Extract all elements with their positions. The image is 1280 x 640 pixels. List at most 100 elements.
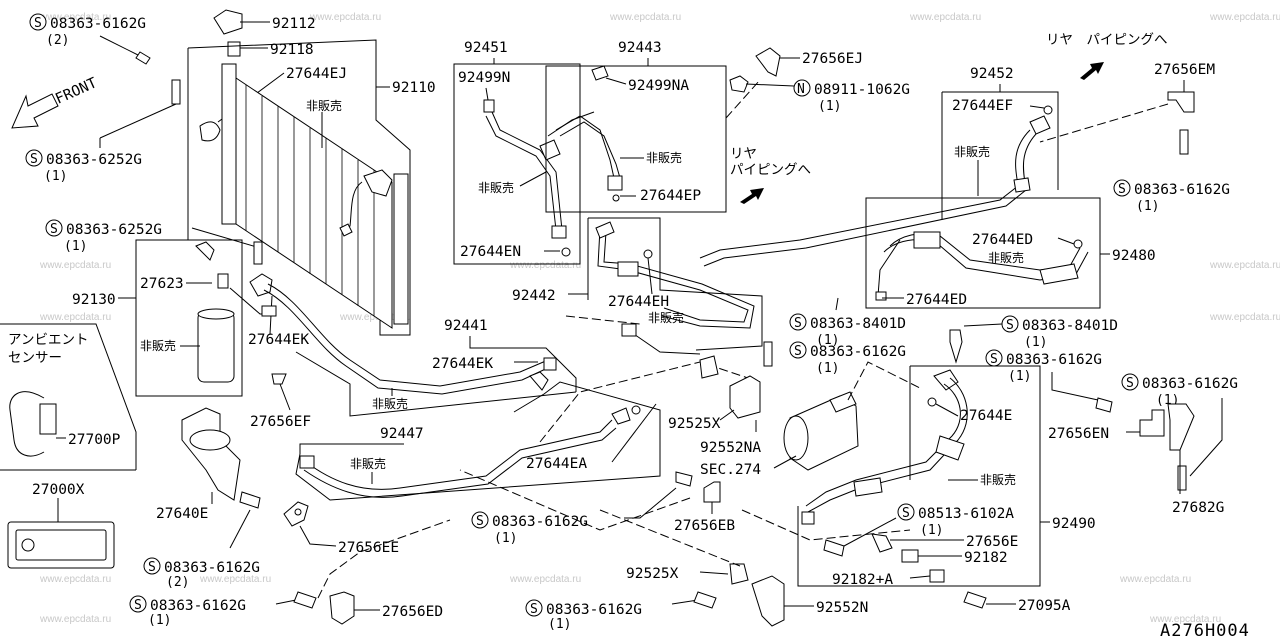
- quantity: (1): [1024, 335, 1047, 350]
- part-27644EK[interactable]: 27644EK: [432, 356, 493, 372]
- part-number: 08363-8401D: [810, 316, 906, 332]
- part-27656E[interactable]: 27656E: [966, 534, 1018, 550]
- part-92525X[interactable]: 92525X: [668, 416, 721, 432]
- part-number: 08363-6252G: [66, 222, 162, 238]
- rear-piping-note: リヤ パイピングへ リヤ パイピングへ: [730, 32, 1168, 204]
- front-label: FRONT: [53, 75, 100, 107]
- part-27644E[interactable]: 27644E: [960, 408, 1012, 424]
- part-27656EN[interactable]: 27656EN: [1048, 426, 1109, 442]
- pipe-92452-group: 92452 27644EF 非販売: [699, 66, 1059, 267]
- quantity: (1): [1136, 199, 1159, 214]
- part-27644EF[interactable]: 27644EF: [952, 98, 1013, 114]
- part-number: 08363-6162G: [50, 16, 146, 32]
- part-92442[interactable]: 92442: [512, 288, 556, 304]
- part-92452[interactable]: 92452: [970, 66, 1014, 82]
- part-27656EM[interactable]: 27656EM: [1154, 62, 1215, 78]
- sec-274-label[interactable]: SEC.274: [700, 462, 761, 478]
- part-92490[interactable]: 92490: [1052, 516, 1096, 532]
- part-27644ED[interactable]: 27644ED: [972, 232, 1033, 248]
- ambient-sensor-panel: アンビエント センサー 27700P 27000X: [0, 323, 137, 569]
- bolt-callout[interactable]: S 08363-6252G (1): [25, 79, 181, 184]
- watermark: www.epcdata.ru: [309, 12, 381, 23]
- part-number: 08363-6162G: [492, 514, 588, 530]
- bolt-callout[interactable]: S 08363-6162G (2): [143, 509, 260, 590]
- quantity: (1): [64, 239, 87, 254]
- part-27644EA[interactable]: 27644EA: [526, 456, 587, 472]
- part-27644EK[interactable]: 27644EK: [248, 332, 309, 348]
- pipe-92442-group: 92442 27644EH 非販売: [512, 217, 763, 355]
- rear-piping-label: パイピングへ: [730, 162, 811, 178]
- bolt-callout[interactable]: S 08363-6162G (2): [29, 13, 151, 65]
- diagram-code: A276H004: [1160, 621, 1250, 640]
- part-27656EF[interactable]: 27656EF: [250, 414, 311, 430]
- bolt-callout[interactable]: S 08513-6102A (1): [823, 503, 1014, 557]
- part-92451[interactable]: 92451: [464, 40, 508, 56]
- bolt-symbol: S: [794, 344, 802, 359]
- quantity: (1): [494, 531, 517, 546]
- part-92525X[interactable]: 92525X: [626, 566, 679, 582]
- pipe-92451-group: 92451 92499N 非販売 27644EN: [453, 40, 581, 265]
- part-number: 08363-6162G: [1142, 376, 1238, 392]
- part-27700P[interactable]: 27700P: [68, 432, 121, 448]
- bolt-callout[interactable]: S 08363-8401D (1): [789, 297, 906, 348]
- watermark: www.epcdata.ru: [609, 12, 681, 23]
- part-27644EJ[interactable]: 27644EJ: [286, 66, 347, 82]
- part-27644EN[interactable]: 27644EN: [460, 244, 521, 260]
- clip-27656EJ: 27656EJ N 08911-1062G (1): [725, 47, 910, 119]
- part-27623[interactable]: 27623: [140, 276, 184, 292]
- part-27682G[interactable]: 27682G: [1172, 500, 1224, 516]
- bolt-symbol: S: [476, 514, 484, 529]
- clip-27656EM: 27656EM S 08363-6162G (1): [1039, 62, 1230, 214]
- part-number: 08363-6162G: [164, 560, 260, 576]
- front-arrow: FRONT: [11, 75, 100, 129]
- part-92552NA[interactable]: 92552NA: [700, 440, 761, 456]
- part-92118[interactable]: 92118: [270, 42, 314, 58]
- part-27656ED[interactable]: 27656ED: [382, 604, 443, 620]
- part-number[interactable]: 08911-1062G: [814, 82, 910, 98]
- part-27000X[interactable]: 27000X: [32, 482, 85, 498]
- clip-27656EN: 27656EN 27682G: [1048, 403, 1224, 516]
- quantity: (1): [1008, 369, 1031, 384]
- part-27656EB[interactable]: 27656EB: [674, 518, 735, 534]
- watermark: www.epcdata.ru: [509, 260, 581, 271]
- part-number[interactable]: 08363-6162G: [1134, 182, 1230, 198]
- part-92182[interactable]: 92182: [964, 550, 1008, 566]
- bolt-27095A: 27095A: [963, 591, 1071, 614]
- bolt-callout[interactable]: S 08363-6252G (1): [45, 219, 263, 265]
- part-92552N[interactable]: 92552N: [816, 600, 868, 616]
- quantity: (2): [46, 33, 69, 48]
- pipe-92447-group: 92447 非販売 27644EA: [295, 381, 661, 501]
- part-92499NA[interactable]: 92499NA: [628, 78, 689, 94]
- bolt-callout[interactable]: S 08363-6162G (1) 27656EB: [459, 469, 735, 546]
- watermark: www.epcdata.ru: [1209, 312, 1280, 323]
- part-27640E[interactable]: 27640E: [156, 506, 208, 522]
- quantity: (1): [44, 169, 67, 184]
- part-27644ED[interactable]: 27644ED: [906, 292, 967, 308]
- ambient-sensor-label: アンビエント: [8, 332, 88, 348]
- part-92499N[interactable]: 92499N: [458, 70, 510, 86]
- bolt-callout[interactable]: S 08363-6162G (1) 27656ED: [129, 519, 451, 628]
- part-92182A[interactable]: 92182+A: [832, 572, 893, 588]
- part-27644EP[interactable]: 27644EP: [640, 188, 701, 204]
- bolt-callout[interactable]: S 08363-6162G (1): [763, 341, 906, 376]
- part-92112[interactable]: 92112: [272, 16, 316, 32]
- bolt-callout[interactable]: S 08363-6162G (1): [985, 349, 1113, 413]
- part-27644EH[interactable]: 27644EH: [608, 294, 669, 310]
- bolt-callout[interactable]: S 08363-8401D (1): [949, 315, 1118, 364]
- not-sold-label: 非販売: [988, 250, 1024, 265]
- part-92447[interactable]: 92447: [380, 426, 424, 442]
- part-92110[interactable]: 92110: [392, 80, 436, 96]
- part-92130[interactable]: 92130: [72, 292, 116, 308]
- watermark: www.epcdata.ru: [339, 312, 411, 323]
- bolt-callout[interactable]: S 08363-6162G (1) 92525X 92552N: [525, 509, 868, 632]
- part-92480[interactable]: 92480: [1112, 248, 1156, 264]
- bolt-symbol: S: [990, 352, 998, 367]
- not-sold-label: 非販売: [648, 310, 684, 325]
- part-27656EE[interactable]: 27656EE: [338, 540, 399, 556]
- part-92441[interactable]: 92441: [444, 318, 488, 334]
- rear-piping-label: リヤ パイピングへ: [1046, 32, 1168, 48]
- part-27656EJ[interactable]: 27656EJ: [802, 51, 863, 67]
- part-27095A[interactable]: 27095A: [1018, 598, 1071, 614]
- watermark: www.epcdata.ru: [39, 614, 111, 625]
- part-92443[interactable]: 92443: [618, 40, 662, 56]
